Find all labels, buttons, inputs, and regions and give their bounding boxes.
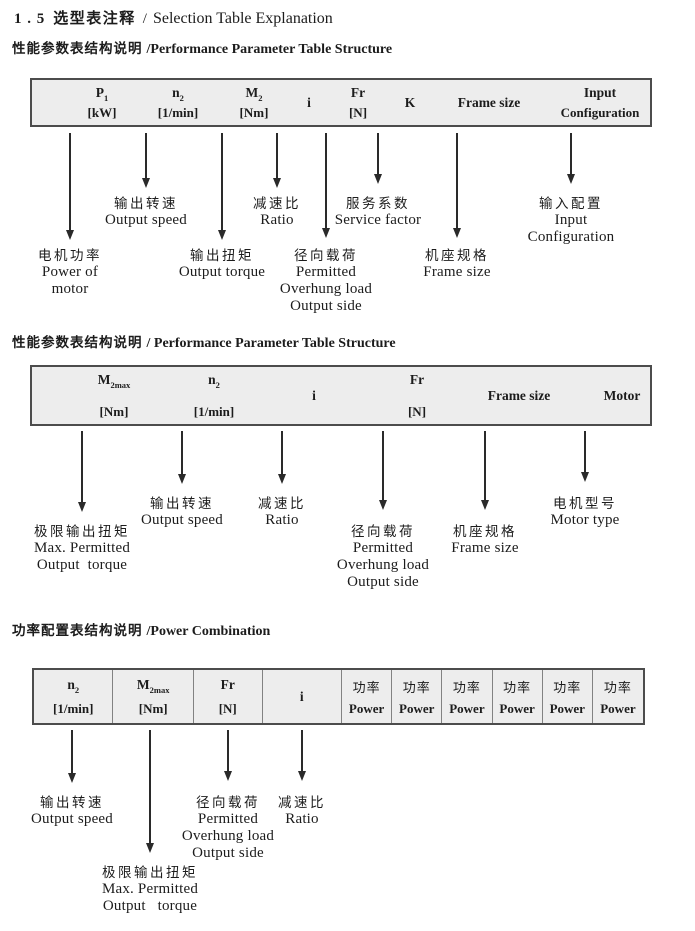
performance-table-header-2: M2max[Nm] n2[1/min] i Fr[N] Frame size Motor <box>30 365 652 426</box>
page-title: 1 . 5 选型表注释 / Selection Table Explanatio… <box>14 7 333 28</box>
down-arrow-icon <box>484 431 486 500</box>
section-number: 1 . 5 <box>14 11 46 27</box>
section-heading-performance-2: 性能参数表结构说明/ Performance Parameter Table S… <box>12 331 396 352</box>
table-column-header: M2max[Nm] <box>113 670 194 723</box>
table-column-header: n2[1/min] <box>157 85 199 120</box>
section-heading-en: / Performance Parameter Table Structure <box>146 336 396 351</box>
table-column-header: M2[Nm] <box>239 85 269 120</box>
down-arrow-icon <box>276 133 278 178</box>
down-arrow-icon <box>570 133 572 174</box>
table-column-header: n2[1/min] <box>34 670 114 723</box>
table-column-header: Frame size <box>457 95 521 110</box>
table-column-header: M2max[Nm] <box>97 372 131 419</box>
down-arrow-icon <box>227 730 229 771</box>
section-heading-zh: 性能参数表结构说明 <box>12 335 143 351</box>
table-column-header: i <box>263 670 342 723</box>
table-column-header: Motor <box>603 388 641 403</box>
down-arrow-icon <box>382 431 384 500</box>
down-arrow-icon <box>456 133 458 228</box>
down-arrow-icon <box>71 730 73 773</box>
title-separator: / <box>142 11 147 27</box>
down-arrow-icon <box>325 133 327 228</box>
down-arrow-icon <box>301 730 303 771</box>
page-title-zh: 选型表注释 <box>53 9 136 27</box>
down-arrow-icon <box>145 133 147 178</box>
performance-table-header-1: P1[kW] n2[1/min] M2[Nm] i Fr[N] K Frame size In… <box>30 78 652 127</box>
table-column-header: Frame size <box>487 388 551 403</box>
page-title-en: Selection Table Explanation <box>152 10 333 27</box>
table-column-header: Fr[N] <box>194 670 263 723</box>
table-column-header: P1[kW] <box>87 85 117 120</box>
section-heading-zh: 功率配置表结构说明 <box>12 623 143 639</box>
section-heading-power-combination: 功率配置表结构说明/Power Combination <box>12 619 270 640</box>
down-arrow-icon <box>377 133 379 174</box>
table-column-header: Fr[N] <box>348 85 368 120</box>
section-heading-en: /Power Combination <box>146 624 271 639</box>
section-heading-performance-1: 性能参数表结构说明/Performance Parameter Table St… <box>12 37 392 58</box>
down-arrow-icon <box>221 133 223 230</box>
table-column-header: n2[1/min] <box>193 372 235 419</box>
down-arrow-icon <box>149 730 151 843</box>
table-column-header: i <box>307 95 311 110</box>
down-arrow-icon <box>81 431 83 502</box>
down-arrow-icon <box>584 431 586 472</box>
down-arrow-icon <box>281 431 283 474</box>
down-arrow-icon <box>69 133 71 230</box>
table-column-header: i <box>312 388 316 403</box>
table-column-header: K <box>404 95 416 110</box>
table-column-header: Fr[N] <box>407 372 427 419</box>
section-heading-en: /Performance Parameter Table Structure <box>146 42 393 57</box>
down-arrow-icon <box>181 431 183 474</box>
section-heading-zh: 性能参数表结构说明 <box>12 41 143 57</box>
